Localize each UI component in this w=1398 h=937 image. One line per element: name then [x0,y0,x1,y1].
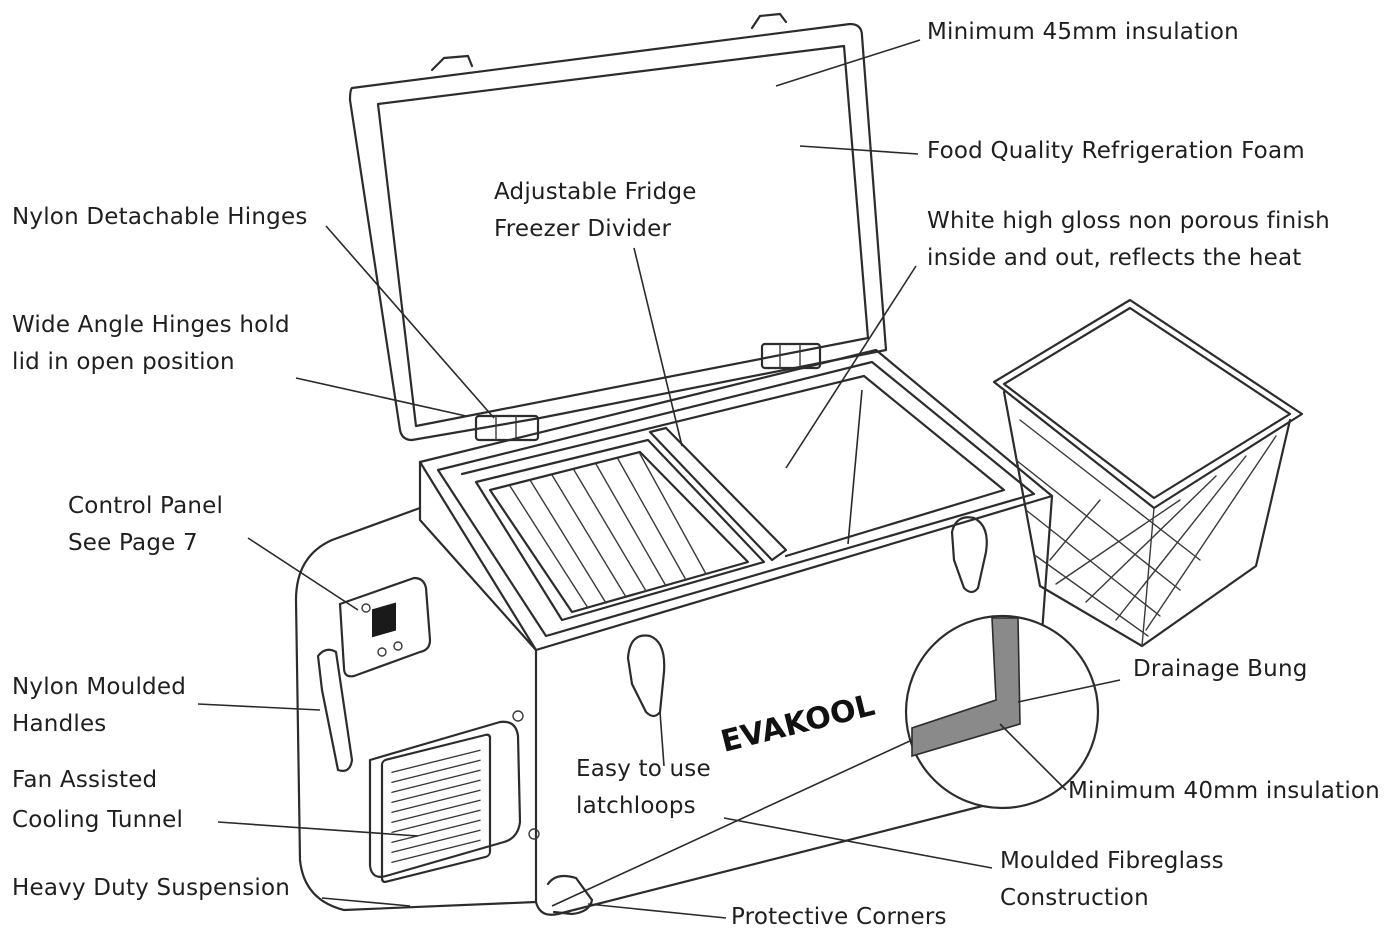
latchloops [626,516,988,718]
callout-divider-line1: Adjustable Fridge [494,179,697,205]
callout-fibreglass-line1: Moulded Fibreglass [1000,848,1224,874]
callout-latch-line2: latchloops [576,793,696,819]
callout-fan-line1: Fan Assisted [12,767,158,793]
control-panel [338,576,432,678]
brand-logo: EVAKOOL [717,688,878,760]
hinge-right [760,342,822,370]
leader-lines [197,39,1121,919]
callout-foam: Food Quality Refrigeration Foam [927,138,1305,164]
callout-drainage: Drainage Bung [1133,656,1308,682]
callout-finish-line1: White high gloss non porous finish [927,208,1330,234]
removable-basket [992,298,1304,648]
callout-suspension: Heavy Duty Suspension [12,875,291,901]
callout-corners: Protective Corners [731,904,947,930]
callout-hinges-wide-line2: lid in open position [12,349,235,375]
callout-control-line1: Control Panel [68,493,224,519]
callout-hinges-nylon: Nylon Detachable Hinges [12,204,308,230]
callout-divider-line2: Freezer Divider [494,216,672,242]
callout-hinges-wide-line1: Wide Angle Hinges hold [12,312,290,338]
callout-handles-line2: Handles [12,711,107,737]
inner-basket [474,438,766,622]
callout-latch-line1: Easy to use [576,756,711,782]
insulation-detail [904,614,1100,810]
lid [348,12,888,442]
callout-fibreglass-line2: Construction [1000,885,1149,911]
callout-handles-line1: Nylon Moulded [12,674,186,700]
fridge-body [294,348,1054,916]
callout-fan-line2: Cooling Tunnel [12,807,184,833]
callout-insulation-45: Minimum 45mm insulation [927,19,1239,45]
callout-finish-line2: inside and out, reflects the heat [927,245,1302,271]
callout-control-line2: See Page 7 [68,530,198,556]
callout-insulation-40: Minimum 40mm insulation [1068,778,1380,804]
